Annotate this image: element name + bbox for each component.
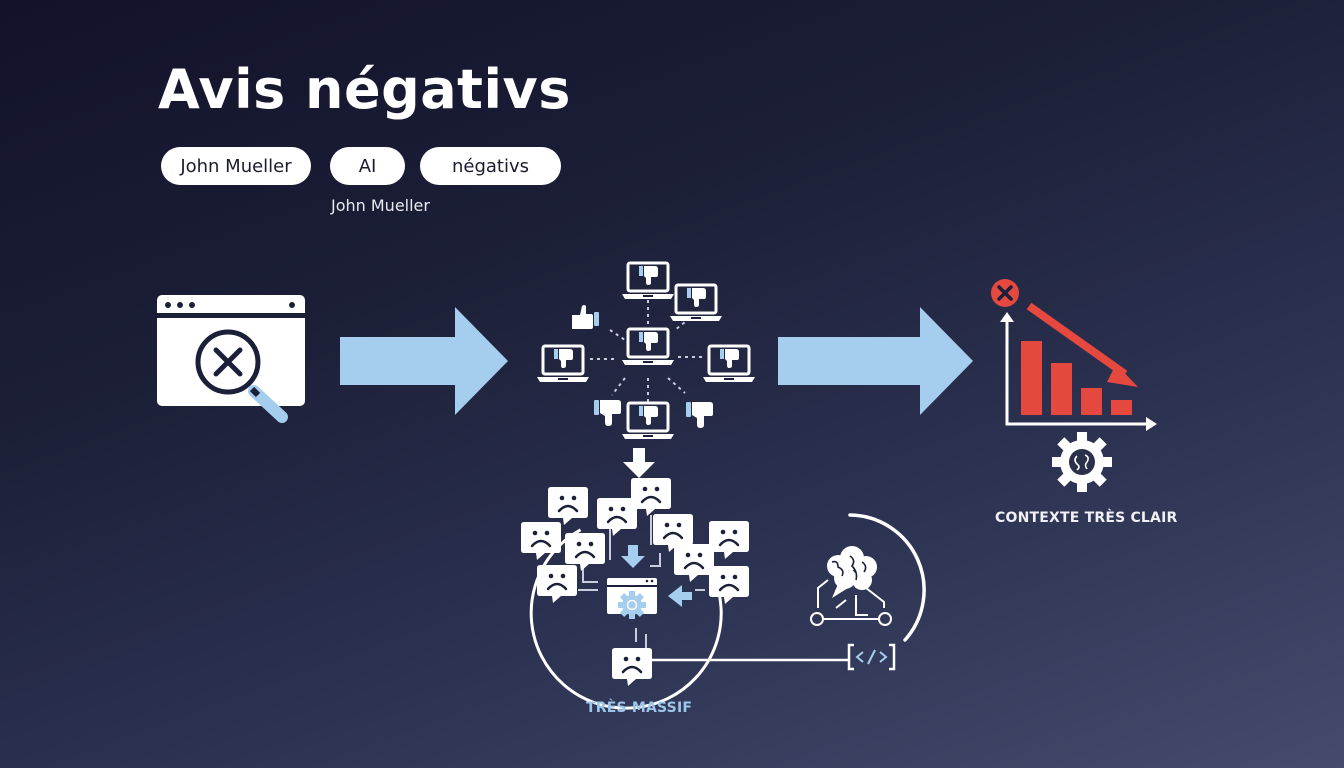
decline-caption: CONTEXTE TRÈS CLAIR [995, 510, 1178, 526]
laptop-network-thumbs-down-icon [535, 261, 757, 441]
arrow-right-icon [778, 307, 973, 415]
page-title: Avis négativs [158, 58, 571, 121]
declining-bar-chart-icon [991, 279, 1157, 431]
sad-speech-bubbles-icon [519, 476, 850, 710]
tag-john-mueller[interactable]: John Mueller [161, 147, 311, 185]
feedback-caption: TRÈS MASSIF [586, 700, 693, 716]
arrow-right-icon [340, 307, 508, 415]
tag-negativs[interactable]: négativs [420, 147, 561, 185]
subtitle: John Mueller [331, 196, 430, 215]
code-icon [847, 643, 896, 671]
arrow-down-icon [623, 448, 655, 478]
brain-network-icon [810, 513, 926, 642]
tag-ai[interactable]: AI [330, 147, 405, 185]
gear-icon [1052, 432, 1112, 492]
browser-search-error-icon [157, 295, 305, 423]
